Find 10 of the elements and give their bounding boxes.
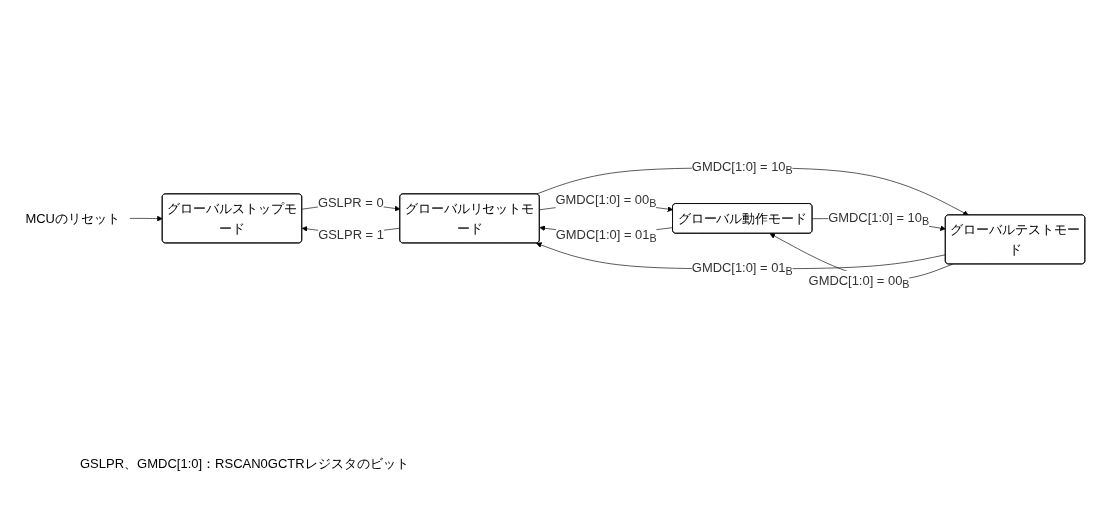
edge-label: GMDC[1:0] = 00$_{B}$ [808, 273, 910, 292]
node-text: MCUのリセット [25, 211, 120, 226]
edge-label: GMDC[1:0] = 00$_{B}$ [555, 192, 657, 210]
note-text: GSLPR、GMDC[1:0]：RSCAN0GCTRレジスタのビット [80, 455, 409, 473]
edge-label: GMDC[1:0] = 01$_{B}$ [555, 227, 657, 245]
edge-label: GSLPR = 1 [318, 227, 384, 242]
edge-label: GSLPR = 0 [317, 195, 384, 210]
edge-label: GMDC[1:0] = 01$_{B}$ [691, 260, 793, 278]
edge-label: GMDC[1:0] = 10$_{B}$ [691, 159, 793, 178]
edge-label: GMDC[1:0] = 10$_{B}$ [828, 209, 930, 228]
